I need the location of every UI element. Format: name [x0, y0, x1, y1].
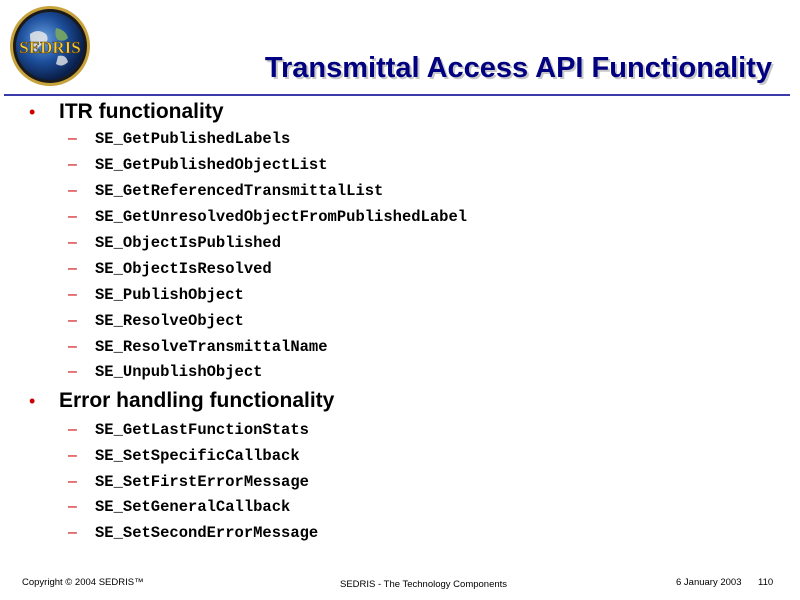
logo-text: SEDRIS — [19, 38, 80, 57]
list-item: – SE_GetPublishedLabels — [0, 130, 800, 154]
list-item: – SE_ResolveObject — [0, 312, 800, 336]
function-name: SE_GetLastFunctionStats — [95, 421, 309, 439]
dash-icon: – — [68, 363, 77, 380]
bullet-dot-icon: • — [29, 391, 36, 411]
dash-icon: – — [68, 473, 77, 490]
dash-icon: – — [68, 208, 77, 225]
dash-icon: – — [68, 312, 77, 329]
function-name: SE_ResolveTransmittalName — [95, 338, 328, 356]
list-item: – SE_GetReferencedTransmittalList — [0, 182, 800, 206]
list-item: – SE_ObjectIsPublished — [0, 234, 800, 258]
function-name: SE_UnpublishObject — [95, 363, 263, 381]
list-item: – SE_ResolveTransmittalName — [0, 338, 800, 362]
function-name: SE_GetPublishedObjectList — [95, 156, 328, 174]
function-name: SE_GetReferencedTransmittalList — [95, 182, 384, 200]
dash-icon: – — [68, 234, 77, 251]
list-item: – SE_SetSecondErrorMessage — [0, 524, 800, 548]
list-item: – SE_GetUnresolvedObjectFromPublishedLabe… — [0, 208, 800, 232]
bullet-heading: Error handling functionality — [59, 389, 335, 412]
page-number: 110 — [758, 577, 774, 588]
dash-icon: – — [68, 130, 77, 147]
dash-icon: – — [68, 498, 77, 515]
dash-icon: – — [68, 338, 77, 355]
dash-icon: – — [68, 182, 77, 199]
dash-icon: – — [68, 260, 77, 277]
function-name: SE_ObjectIsPublished — [95, 234, 282, 252]
list-item: – SE_GetLastFunctionStats — [0, 421, 800, 445]
list-item: – SE_PublishObject — [0, 286, 800, 310]
dash-icon: – — [68, 286, 77, 303]
footer-copyright: Copyright © 2004 SEDRIS™ — [22, 577, 144, 588]
list-item: – SE_ObjectIsResolved — [0, 260, 800, 284]
footer-center-text: SEDRIS - The Technology Components — [340, 579, 508, 590]
dash-icon: – — [68, 524, 77, 541]
function-name: SE_SetFirstErrorMessage — [95, 473, 309, 491]
function-name: SE_ObjectIsResolved — [95, 260, 272, 278]
bullet-itr-functionality: • ITR functionality — [0, 100, 800, 128]
dash-icon: – — [68, 447, 77, 464]
list-item: – SE_UnpublishObject — [0, 363, 800, 387]
list-item: – SE_SetSpecificCallback — [0, 447, 800, 471]
function-name: SE_SetSecondErrorMessage — [95, 524, 319, 542]
bullet-error-handling: • Error handling functionality — [0, 389, 800, 417]
function-name: SE_ResolveObject — [95, 312, 244, 330]
title-divider — [4, 94, 790, 96]
function-name: SE_PublishObject — [95, 286, 244, 304]
bullet-heading: ITR functionality — [59, 100, 224, 123]
bullet-dot-icon: • — [29, 102, 36, 122]
function-name: SE_GetUnresolvedObjectFromPublishedLabel — [95, 208, 468, 226]
slide-title: Transmittal Access API Functionality — [264, 52, 772, 84]
list-item: – SE_SetGeneralCallback — [0, 498, 800, 522]
dash-icon: – — [68, 421, 77, 438]
dash-icon: – — [68, 156, 77, 173]
function-name: SE_GetPublishedLabels — [95, 130, 291, 148]
list-item: – SE_GetPublishedObjectList — [0, 156, 800, 180]
footer-date: 6 January 2003 — [676, 577, 742, 588]
function-name: SE_SetSpecificCallback — [95, 447, 300, 465]
sedris-logo: SEDRIS — [8, 4, 92, 88]
function-name: SE_SetGeneralCallback — [95, 498, 291, 516]
list-item: – SE_SetFirstErrorMessage — [0, 473, 800, 497]
